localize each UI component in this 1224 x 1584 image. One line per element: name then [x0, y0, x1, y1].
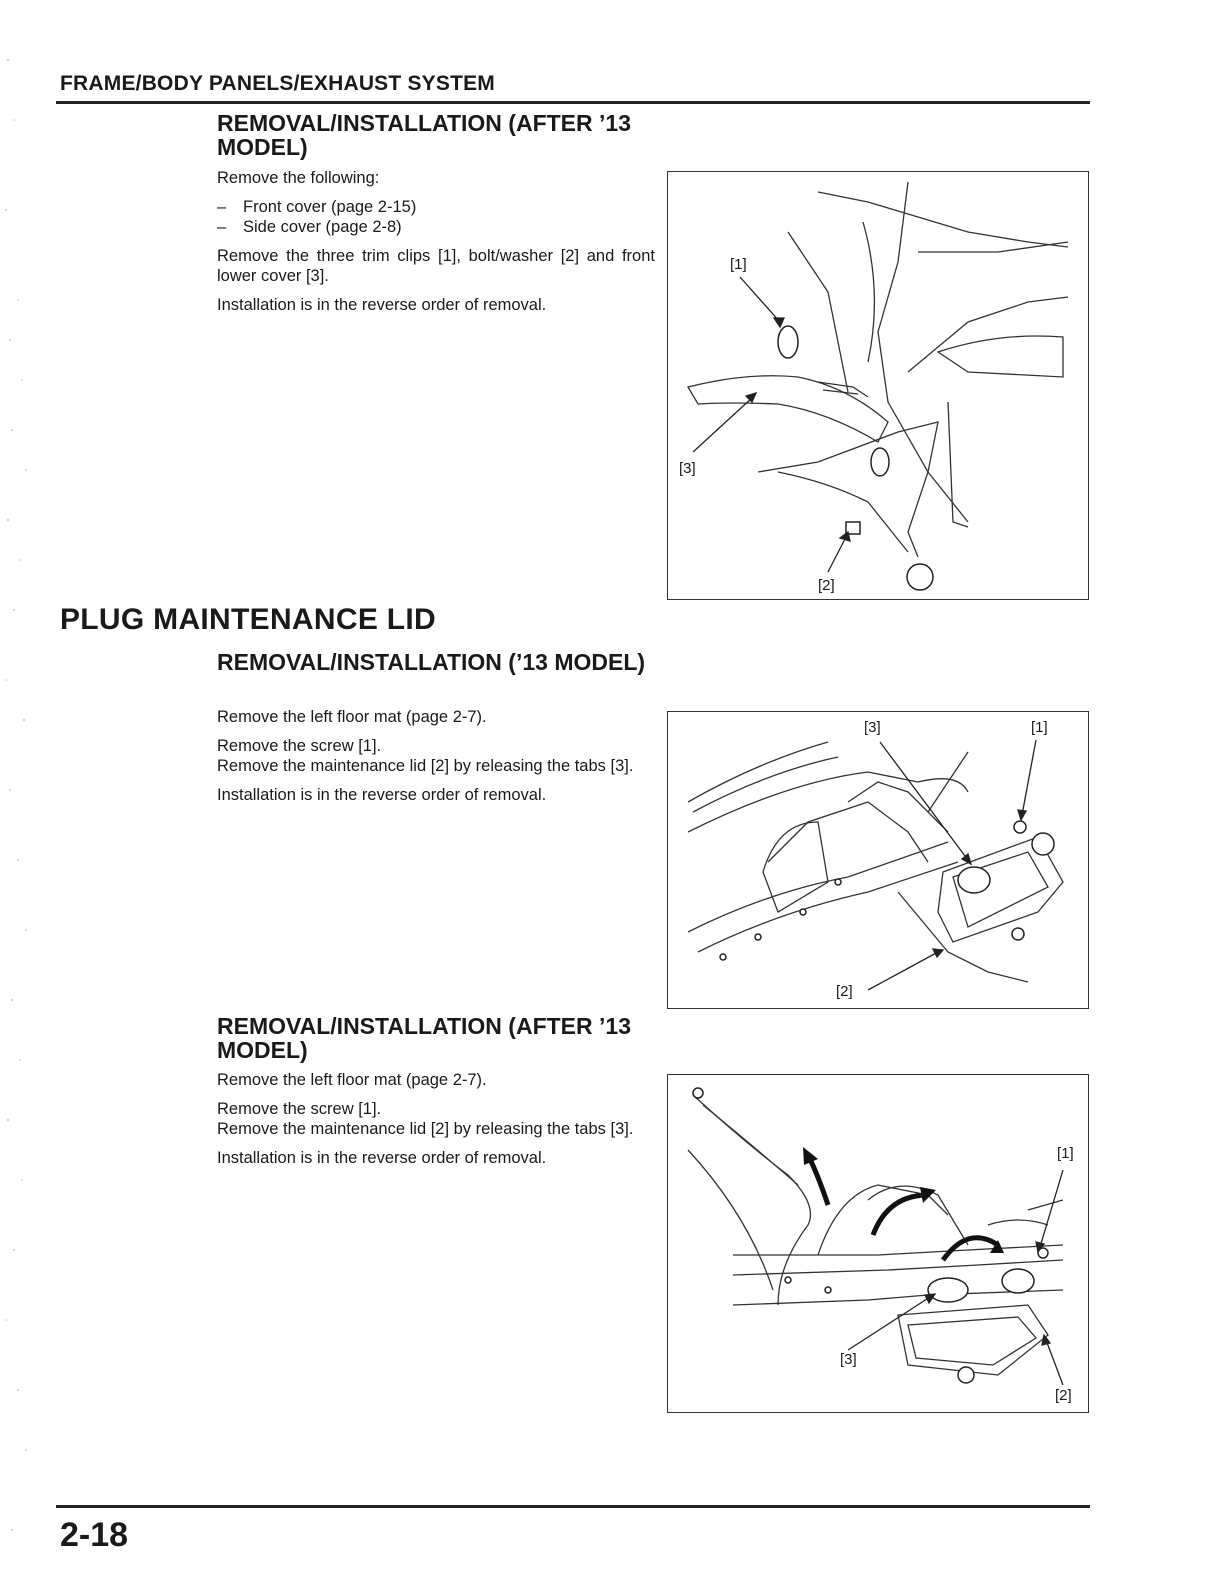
section-2-title: REMOVAL/INSTALLATION (’13 MODEL)	[217, 649, 646, 675]
section-2-body: Remove the left floor mat (page 2-7). Re…	[217, 707, 655, 814]
callout-label: [1]	[730, 256, 747, 273]
section-1-list: Front cover (page 2-15) Side cover (page…	[217, 197, 655, 237]
step-text: Remove the left floor mat (page 2-7).	[217, 1071, 487, 1089]
step-text: Remove the screw [1].	[217, 1100, 382, 1118]
figure-front-lower-cover: [1] [2] [3]	[667, 171, 1089, 600]
page-number: 2-18	[60, 1516, 129, 1554]
maintenance-lid-13-illustration	[687, 739, 1064, 991]
chapter-title: PLUG MAINTENANCE LID	[60, 603, 436, 636]
step-text: Remove the screw [1].	[217, 737, 382, 755]
figure-maintenance-lid-13: [3] [1] [2]	[667, 711, 1089, 1009]
callout-label: [1]	[1031, 719, 1048, 736]
maintenance-lid-after-13-illustration	[687, 1087, 1064, 1386]
list-item: Front cover (page 2-15)	[217, 197, 655, 217]
footer-rule	[56, 1505, 1090, 1508]
callout-label: [3]	[840, 1351, 857, 1368]
figure-maintenance-lid-after-13: [1] [2] [3]	[667, 1074, 1089, 1413]
section-1-body: Remove the following: Front cover (page …	[217, 168, 655, 324]
front-lower-cover-illustration	[686, 181, 1069, 591]
step-text: Installation is in the reverse order of …	[217, 786, 547, 804]
step-text: Remove the maintenance lid [2] by releas…	[217, 1120, 634, 1138]
header-rule	[56, 101, 1090, 104]
step-text: Installation is in the reverse order of …	[217, 296, 547, 314]
section-3-title: REMOVAL/INSTALLATION (AFTER ’13 MODEL)	[217, 1013, 631, 1063]
callout-label: [2]	[836, 983, 853, 1000]
step-text: Remove the maintenance lid [2] by releas…	[217, 757, 634, 775]
section-header: FRAME/BODY PANELS/EXHAUST SYSTEM	[60, 72, 496, 95]
callout-label: [3]	[679, 460, 696, 477]
step-text: Installation is in the reverse order of …	[217, 1149, 547, 1167]
callout-label: [2]	[818, 577, 835, 594]
scan-margin-speckle	[5, 59, 27, 1531]
callout-label: [2]	[1055, 1387, 1072, 1404]
callout-label: [3]	[864, 719, 881, 736]
step-text: Remove the left floor mat (page 2-7).	[217, 708, 487, 726]
step-text: Remove the three trim clips [1], bolt/wa…	[217, 247, 655, 285]
section-3-body: Remove the left floor mat (page 2-7). Re…	[217, 1070, 655, 1177]
section-1-title: REMOVAL/INSTALLATION (AFTER ’13 MODEL)	[217, 110, 631, 160]
section-1-intro: Remove the following:	[217, 169, 380, 187]
list-item: Side cover (page 2-8)	[217, 217, 655, 237]
callout-label: [1]	[1057, 1145, 1074, 1162]
